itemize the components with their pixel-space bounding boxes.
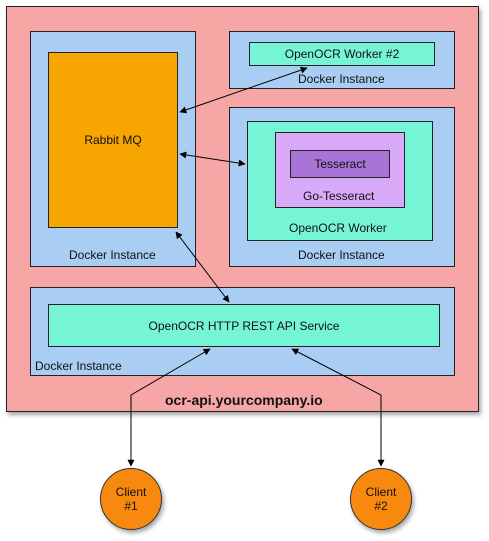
arrow-rabbit-worker2	[179, 66, 308, 114]
arrow-rabbit-worker	[179, 151, 246, 167]
rest-api-label: OpenOCR HTTP REST API Service	[148, 318, 340, 333]
client-1-name: Client	[115, 485, 147, 499]
arrow-rabbit-rest-api	[175, 231, 230, 303]
docker-label-worker: Docker Instance	[298, 248, 385, 262]
worker2-label: OpenOCR Worker #2	[284, 47, 400, 61]
docker-label-rest-api: Docker Instance	[35, 359, 122, 373]
worker-label: OpenOCR Worker	[289, 221, 387, 235]
worker2-node: OpenOCR Worker #2	[249, 42, 435, 66]
arrow-client2-rest-api	[291, 348, 385, 467]
tesseract-label: Tesseract	[314, 157, 366, 171]
arrow-client1-rest-api	[127, 348, 211, 467]
rabbit-mq-node: Rabbit MQ	[48, 52, 178, 228]
tesseract-node: Tesseract	[290, 150, 390, 178]
client-2-name: Client	[365, 485, 397, 499]
client-2-node: Client #2	[350, 468, 412, 530]
docker-label-worker2: Docker Instance	[298, 72, 385, 86]
client-1-id: #1	[124, 499, 138, 513]
client-1-node: Client #1	[100, 468, 162, 530]
docker-label-rabbit: Docker Instance	[69, 248, 156, 262]
rest-api-node: OpenOCR HTTP REST API Service	[48, 304, 440, 347]
client-2-id: #2	[374, 499, 388, 513]
go-tesseract-label: Go-Tesseract	[303, 189, 375, 203]
rabbit-mq-label: Rabbit MQ	[84, 133, 142, 147]
